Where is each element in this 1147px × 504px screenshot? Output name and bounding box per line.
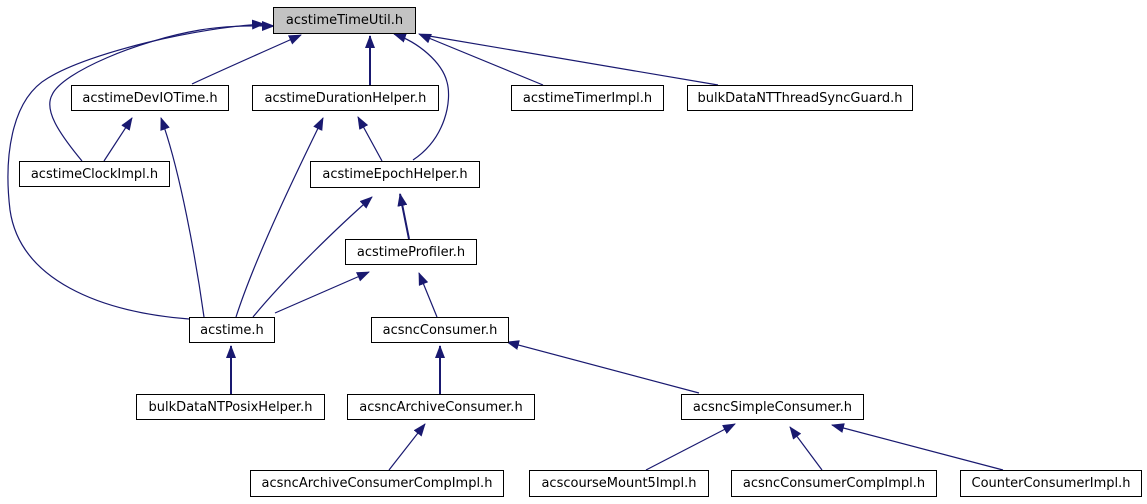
node-consumercomp[interactable]: acsncConsumerCompImpl.h (731, 470, 937, 497)
node-label-archivecomp: acsncArchiveConsumerCompImpl.h (261, 476, 493, 491)
node-devio[interactable]: acstimeDevIOTime.h (71, 85, 229, 111)
node-label-acstime: acstime.h (200, 322, 264, 338)
edge-acstime-to-duration (235, 117, 324, 318)
node-syncguard[interactable]: bulkDataNTThreadSyncGuard.h (687, 85, 913, 111)
node-label-consumercomp: acsncConsumerCompImpl.h (742, 476, 926, 491)
edge-consumer-to-profiler (418, 272, 438, 318)
edge-mount5-to-simple (645, 423, 736, 471)
edge-simple-to-consumer (506, 340, 700, 394)
node-counter[interactable]: CounterConsumerImpl.h (960, 470, 1142, 497)
node-archivecomp[interactable]: acsncArchiveConsumerCompImpl.h (250, 470, 504, 497)
node-duration[interactable]: acstimeDurationHelper.h (252, 85, 439, 111)
edge-timer-to-timeutil (418, 33, 544, 86)
node-timeutil[interactable]: acstimeTimeUtil.h (273, 7, 416, 34)
node-label-syncguard: bulkDataNTThreadSyncGuard.h (697, 90, 903, 106)
node-consumer[interactable]: acsncConsumer.h (371, 317, 509, 343)
node-label-clock: acstimeClockImpl.h (30, 166, 159, 182)
edge-syncguard-to-timeutil (428, 35, 719, 86)
node-mount5[interactable]: acscourseMount5Impl.h (529, 470, 709, 497)
node-label-consumer: acsncConsumer.h (382, 322, 498, 338)
edge-consumercomp-to-simple (789, 426, 823, 471)
node-timer[interactable]: acstimeTimerImpl.h (511, 85, 664, 111)
edge-epoch-to-timeutil (393, 33, 450, 161)
node-simple[interactable]: acsncSimpleConsumer.h (681, 394, 864, 420)
node-clock[interactable]: acstimeClockImpl.h (19, 161, 170, 187)
node-label-timeutil: acstimeTimeUtil.h (285, 13, 404, 28)
node-acstime[interactable]: acstime.h (189, 317, 275, 343)
node-posix[interactable]: bulkDataNTPosixHelper.h (136, 394, 325, 420)
node-label-counter: CounterConsumerImpl.h (971, 476, 1131, 491)
edge-archivecomp-to-archive (388, 423, 426, 471)
edge-acstime-to-timeutil (7, 19, 265, 320)
node-label-epoch: acstimeEpochHelper.h (322, 167, 468, 182)
edge-devio-to-timeutil (191, 34, 302, 85)
node-label-devio: acstimeDevIOTime.h (82, 90, 218, 106)
edge-acstime-to-devio (160, 117, 205, 318)
edge-acstime-to-profiler (274, 271, 370, 314)
node-label-profiler: acstimeProfiler.h (356, 244, 466, 260)
node-profiler[interactable]: acstimeProfiler.h (345, 239, 477, 265)
node-label-posix: bulkDataNTPosixHelper.h (148, 399, 313, 415)
edge-profiler-to-epoch (397, 193, 410, 240)
node-label-mount5: acscourseMount5Impl.h (541, 476, 697, 491)
node-label-archive: acsncArchiveConsumer.h (359, 399, 523, 415)
edge-acstime-to-epoch (252, 196, 373, 318)
edge-counter-to-simple (831, 423, 1004, 471)
node-label-timer: acstimeTimerImpl.h (522, 90, 653, 106)
node-epoch[interactable]: acstimeEpochHelper.h (310, 161, 480, 188)
edge-clock-to-devio (103, 117, 133, 162)
node-archive[interactable]: acsncArchiveConsumer.h (347, 394, 535, 420)
node-label-duration: acstimeDurationHelper.h (264, 90, 427, 106)
node-label-simple: acsncSimpleConsumer.h (692, 399, 853, 415)
edge-epoch-to-duration (357, 116, 383, 162)
